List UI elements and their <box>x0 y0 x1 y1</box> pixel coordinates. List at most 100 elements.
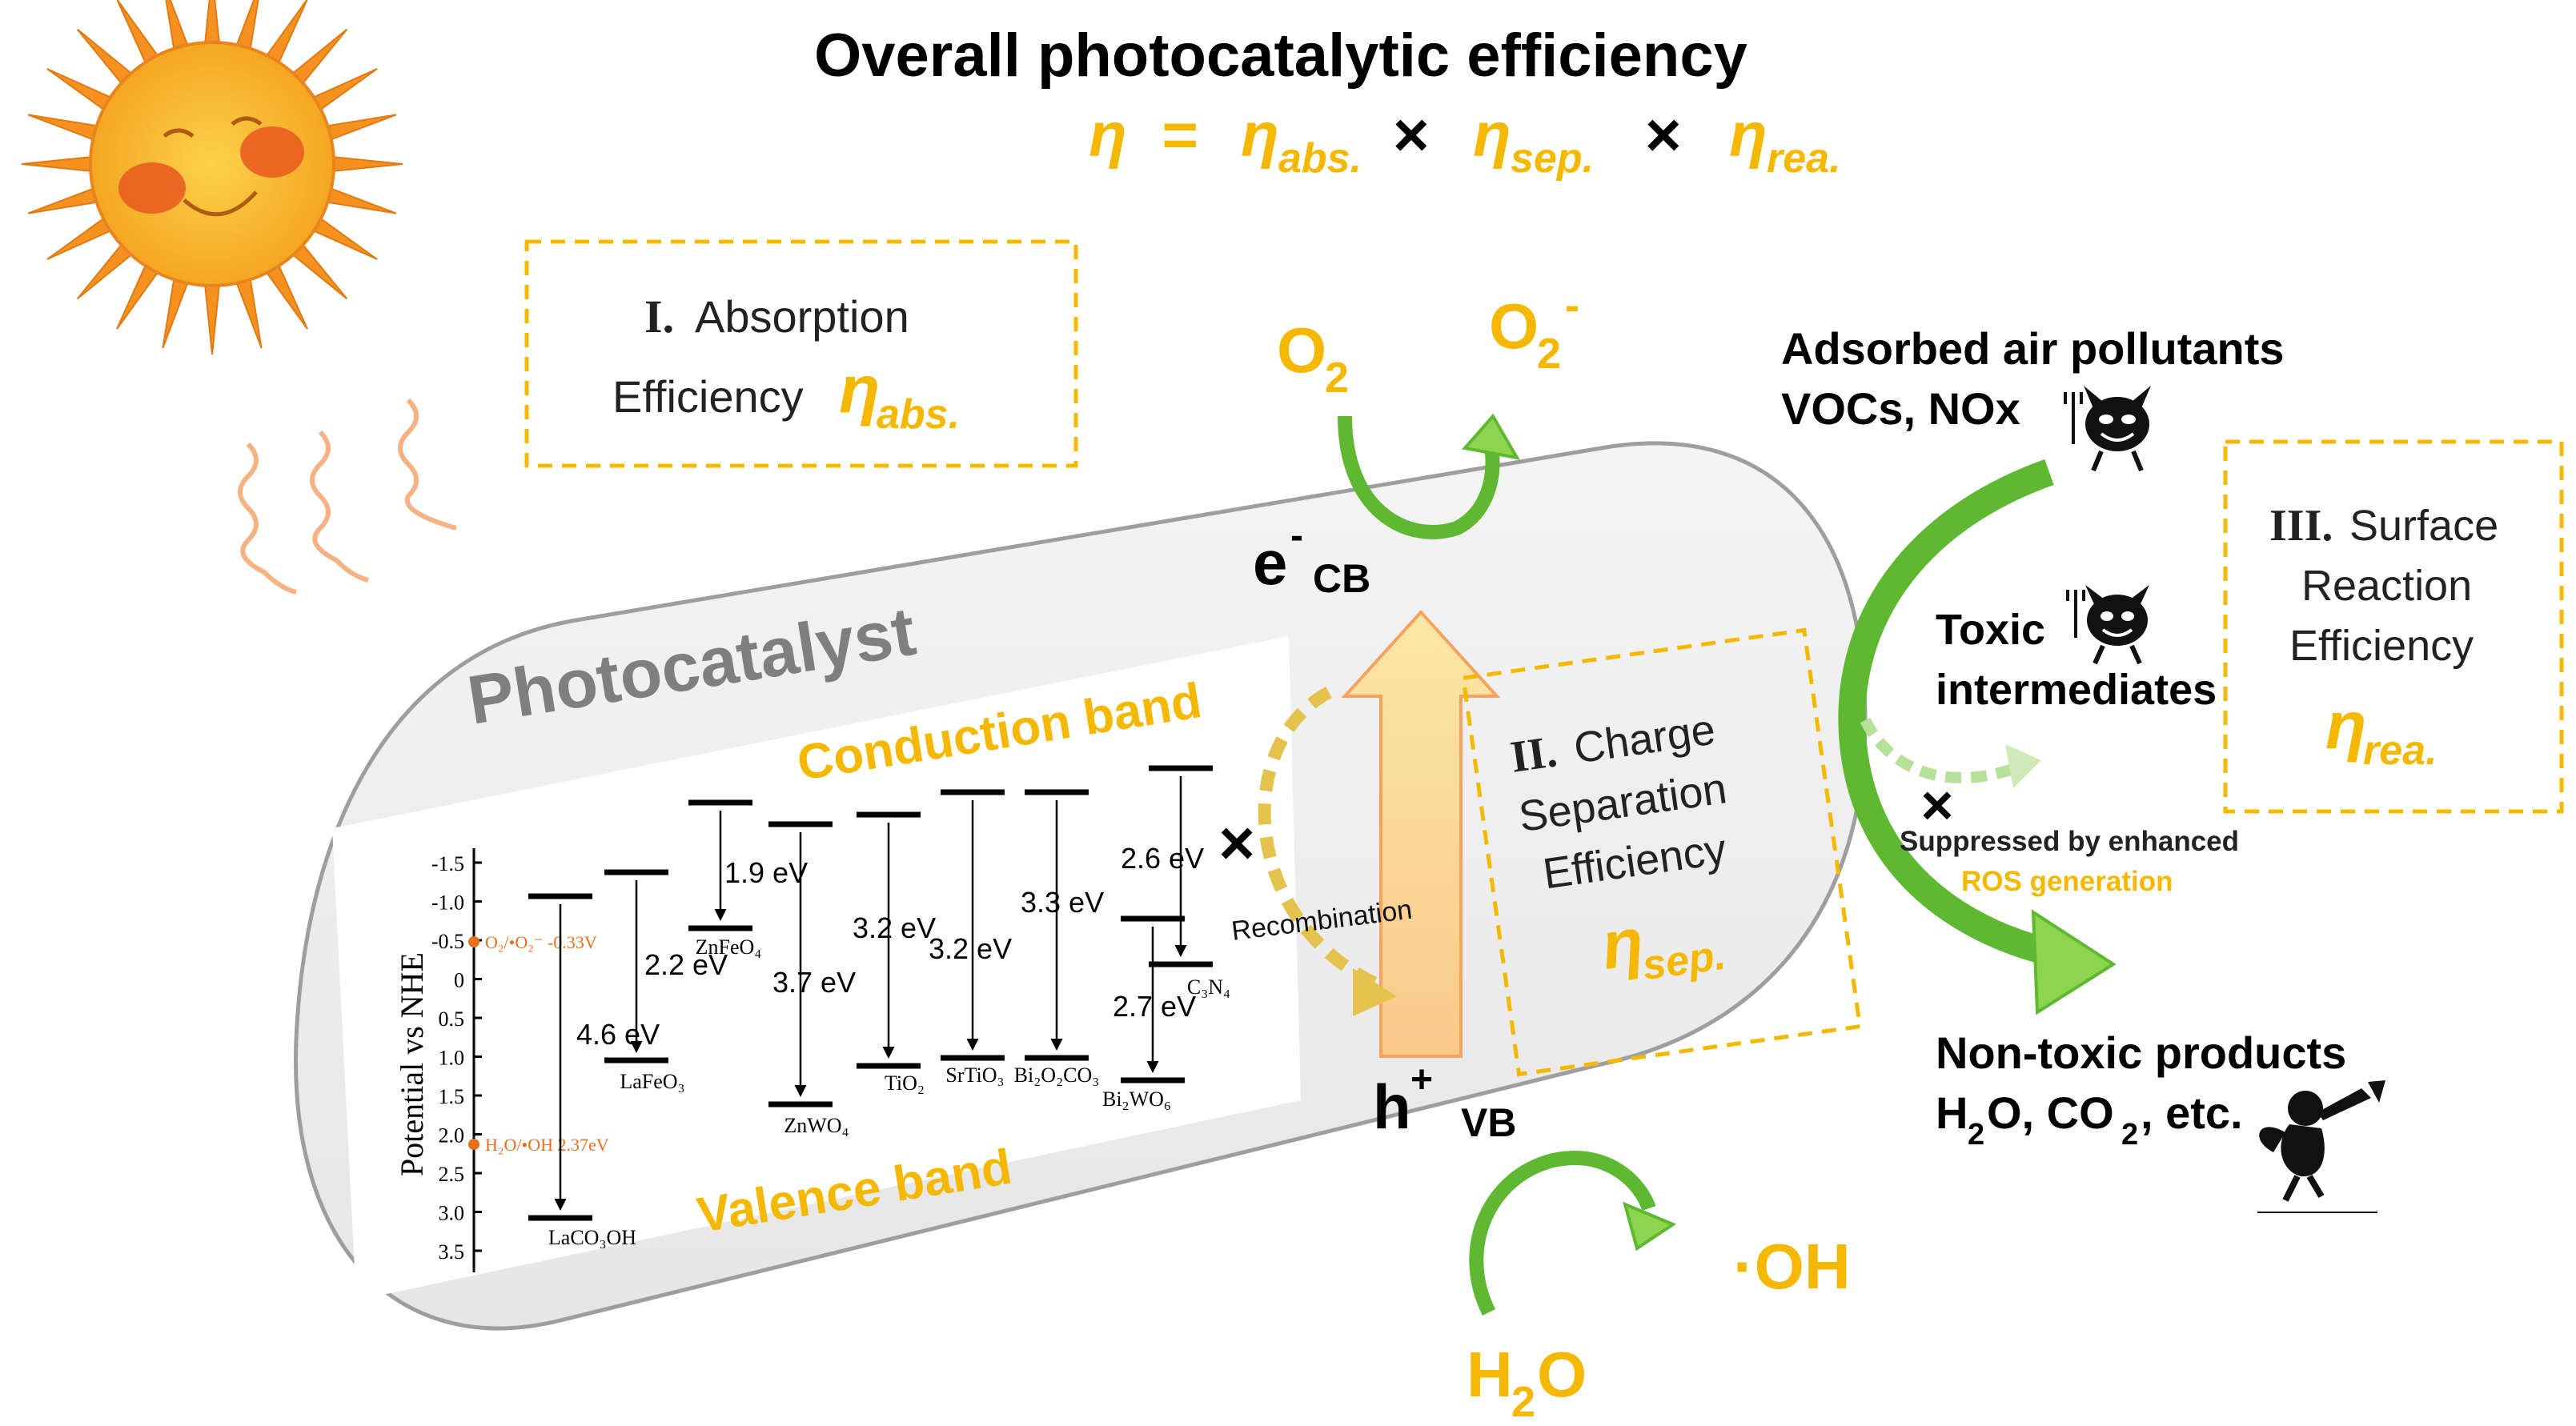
y-tick-label: 0 <box>454 969 464 992</box>
sun-ray <box>235 0 259 51</box>
suppressed-cross-icon: × <box>1921 774 1954 836</box>
sun-ray <box>46 68 114 112</box>
eq-eta-abs: η <box>1241 99 1279 170</box>
charge-separation-arrow <box>1341 610 1501 1058</box>
band-gap-label: 2.6 eV <box>1121 842 1204 875</box>
o2-species: O 2 <box>1277 314 1349 402</box>
sun-ray <box>264 262 308 330</box>
y-tick-label: -0.5 <box>431 930 464 953</box>
sun-ray <box>291 28 348 86</box>
svg-text:O, CO: O, CO <box>1987 1088 2114 1138</box>
box1-eta: η <box>839 351 880 427</box>
box2-numeral: II. <box>1507 727 1560 782</box>
svg-text:H: H <box>1936 1088 1968 1138</box>
sun-ray <box>291 242 348 300</box>
svg-text:O: O <box>1537 1339 1587 1410</box>
eq-sep-sub: sep. <box>1511 135 1594 182</box>
sun-ray <box>235 277 263 349</box>
material-name: LaFeO₃ <box>620 1070 684 1093</box>
material-name: ZnWO₄ <box>784 1114 849 1137</box>
sun-ray <box>203 282 221 355</box>
svg-text:-: - <box>1565 282 1579 330</box>
svg-text:, etc.: , etc. <box>2141 1088 2243 1138</box>
eq-eta-rea: η <box>1729 99 1767 170</box>
suppressed-label: Suppressed by enhanced <box>1900 826 2239 857</box>
reduction-arrow <box>1338 413 1520 539</box>
sun-ray <box>331 155 403 173</box>
eq-rea-sub: rea. <box>1767 135 1841 182</box>
h2o-potential-marker: H₂O/•OH 2.37eV <box>485 1135 609 1155</box>
eq-abs-sub: abs. <box>1278 135 1362 182</box>
sun-ray <box>46 216 114 260</box>
box3-eta-sub: rea. <box>2363 727 2438 774</box>
band-gap-label: 3.3 eV <box>1021 886 1104 919</box>
toxic-branch-arrow <box>1860 717 2041 788</box>
material-name: SrTiO₃ <box>945 1063 1004 1087</box>
surface-reaction-box: III. Surface Reaction Efficiency η rea. <box>2223 439 2564 814</box>
sun-ray <box>311 68 378 112</box>
y-tick-label: 1.0 <box>439 1047 465 1070</box>
band-gap-label: 2.7 eV <box>1113 990 1196 1023</box>
nontoxic-products-text: Non-toxic products H 2 O, CO 2 , etc. <box>1936 1027 2346 1152</box>
svg-text:2: 2 <box>1511 1378 1535 1426</box>
box1-eta-sub: abs. <box>877 391 960 438</box>
hydroxyl-radical: ·OH <box>1733 1231 1851 1302</box>
sun-ray <box>27 114 99 142</box>
band-gap-label: 3.2 eV <box>929 932 1012 965</box>
svg-text:2: 2 <box>2121 1118 2138 1152</box>
y-tick-label: 2.0 <box>439 1124 465 1148</box>
cherub-icon <box>2257 1080 2385 1213</box>
toxic-intermediates-text: Toxic intermediates <box>1936 606 2217 714</box>
sun-ray <box>76 242 134 300</box>
sun-ray <box>21 155 94 173</box>
sun-ray <box>325 186 397 214</box>
sun-ray <box>311 216 378 260</box>
material-name: Bi₂WO₆ <box>1102 1088 1171 1111</box>
svg-text:+: + <box>1410 1059 1433 1101</box>
material-name: LaCO₃OH <box>548 1226 636 1249</box>
recombination-blocked-icon: × <box>1218 807 1255 878</box>
svg-text:VOCs, NOx: VOCs, NOx <box>1781 383 2020 434</box>
y-axis-label: Potential vs NHE <box>394 952 430 1176</box>
band-gap-label: 3.7 eV <box>772 966 856 999</box>
devil-icon-pollutant <box>2064 386 2151 472</box>
y-axis-ticks: -1.5-1.0-0.500.51.01.52.02.53.03.5 <box>431 852 482 1264</box>
band-gap-label: 3.2 eV <box>853 911 936 944</box>
eq-equals: = <box>1161 99 1198 170</box>
svg-text:2: 2 <box>1537 330 1561 378</box>
box1-numeral: I. <box>644 290 674 342</box>
svg-text:H: H <box>1467 1339 1513 1410</box>
svg-text:-: - <box>1290 515 1303 557</box>
electron-label: e - CB <box>1253 515 1370 601</box>
water-species: H 2 O <box>1467 1339 1587 1426</box>
band-gap-label: 2.2 eV <box>644 948 728 981</box>
box2-eta-sub: sep. <box>1639 931 1728 989</box>
svg-text:2: 2 <box>1968 1118 1984 1152</box>
sun-ray <box>116 262 160 330</box>
svg-text:intermediates: intermediates <box>1936 666 2217 714</box>
svg-text:CB: CB <box>1313 556 1370 601</box>
y-tick-label: 3.0 <box>439 1202 465 1225</box>
y-tick-label: 2.5 <box>439 1163 465 1186</box>
y-tick-label: 3.5 <box>439 1240 465 1264</box>
sun-ray <box>76 28 134 86</box>
superoxide-species: O 2 - <box>1489 282 1579 378</box>
box1-line2: Efficiency <box>612 371 804 422</box>
sun-ray <box>165 0 190 51</box>
svg-text:Non-toxic products: Non-toxic products <box>1936 1027 2346 1078</box>
svg-text:Toxic: Toxic <box>1936 606 2045 654</box>
o2-potential-marker: O₂/•O₂⁻ -0.33V <box>485 932 597 952</box>
material-name: ZnFeO₄ <box>696 935 762 959</box>
material-name: C₃N₄ <box>1187 975 1230 999</box>
box3-numeral: III. <box>2269 501 2333 551</box>
eq-eta: η <box>1089 99 1127 170</box>
pollutant-degradation-arrow <box>1838 459 2117 1015</box>
hole-label: h + VB <box>1373 1059 1516 1145</box>
svg-text:2: 2 <box>1325 354 1349 402</box>
sun-ray <box>203 0 221 46</box>
band-gap-label: 4.6 eV <box>576 1018 660 1051</box>
sun-ray <box>325 114 397 142</box>
